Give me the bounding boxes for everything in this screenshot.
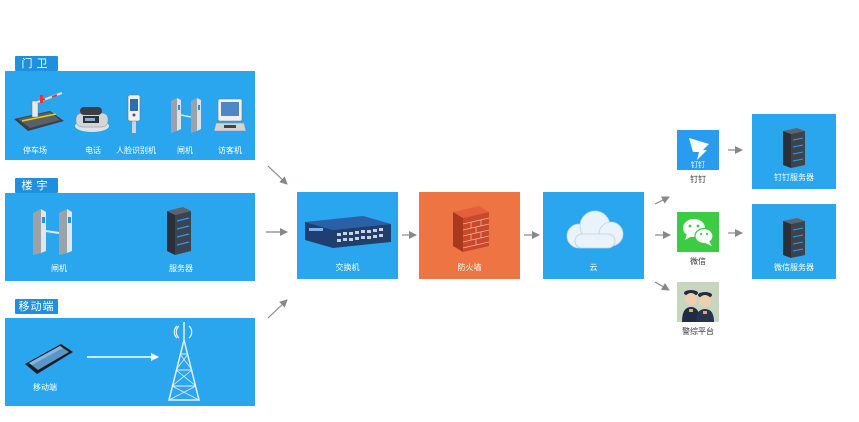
arrow-gate-to-switch bbox=[267, 165, 288, 185]
dingtalk-server-label: 钉钉服务器 bbox=[774, 173, 814, 182]
arrow-cloud-to-dingtalk bbox=[654, 196, 670, 205]
cloud-label: 云 bbox=[589, 263, 598, 272]
gate-panel: 停车场 电话 人脸识别机 闸机 访客机 bbox=[5, 71, 255, 160]
police-platform-label: 警综平台 bbox=[682, 327, 714, 336]
dingtalk-icon: 钉钉 bbox=[689, 138, 709, 169]
turnstile-icon bbox=[33, 209, 72, 255]
signal-arrow-icon bbox=[87, 353, 159, 361]
building-panel: 闸机 服务器 bbox=[5, 193, 255, 281]
parking-barrier-icon bbox=[14, 92, 64, 131]
smartphone-icon bbox=[25, 344, 73, 374]
gate-item-label: 人脸识别机 bbox=[116, 146, 156, 155]
wechat-app-tile bbox=[677, 212, 719, 252]
dingtalk-label: 钉钉 bbox=[690, 175, 706, 184]
arrow-mobile-to-switch bbox=[267, 299, 288, 319]
wechat-server-label: 微信服务器 bbox=[774, 263, 814, 272]
switch-node: 交换机 bbox=[297, 192, 398, 279]
dingtalk-tile-text: 钉钉 bbox=[691, 160, 705, 169]
cloud-icon bbox=[566, 210, 624, 249]
dingtalk-server-node: 钉钉服务器 bbox=[752, 114, 836, 189]
firewall-label: 防火墙 bbox=[457, 263, 482, 272]
cloud-node: 云 bbox=[543, 192, 644, 279]
server-icon bbox=[783, 128, 805, 168]
gate-item-label: 电话 bbox=[85, 146, 101, 155]
gate-section-tag: 门卫 bbox=[15, 56, 58, 71]
building-section-tag: 楼宇 bbox=[15, 178, 58, 193]
gate-item-label: 停车场 bbox=[23, 146, 47, 155]
face-recognition-terminal-icon bbox=[127, 94, 141, 133]
gate-item-label: 闸机 bbox=[177, 146, 193, 155]
mobile-panel: 移动端 bbox=[5, 318, 255, 406]
police-officers-icon bbox=[677, 282, 719, 322]
phone-icon bbox=[75, 107, 109, 132]
wechat-label: 微信 bbox=[690, 257, 706, 266]
arrow-cloud-to-police bbox=[654, 281, 670, 291]
server-icon bbox=[167, 207, 191, 255]
wechat-server-node: 微信服务器 bbox=[752, 204, 836, 279]
firewall-node: 防火墙 bbox=[419, 192, 520, 279]
dingtalk-app-tile: 钉钉 bbox=[677, 130, 719, 170]
mobile-section-tag: 移动端 bbox=[15, 299, 58, 314]
visitor-kiosk-icon bbox=[213, 98, 247, 132]
building-item-label: 服务器 bbox=[169, 264, 193, 273]
firewall-icon bbox=[453, 206, 490, 252]
gate-item-label: 访客机 bbox=[218, 146, 242, 155]
switch-label: 交换机 bbox=[335, 263, 360, 272]
building-item-label: 闸机 bbox=[51, 264, 67, 273]
signal-tower-icon bbox=[168, 322, 200, 401]
police-platform-tile bbox=[677, 282, 719, 322]
server-icon bbox=[783, 218, 805, 258]
wechat-icon bbox=[683, 219, 714, 246]
network-switch-icon bbox=[305, 216, 391, 248]
turnstile-icon bbox=[171, 98, 201, 133]
mobile-item-label: 移动端 bbox=[33, 383, 57, 392]
